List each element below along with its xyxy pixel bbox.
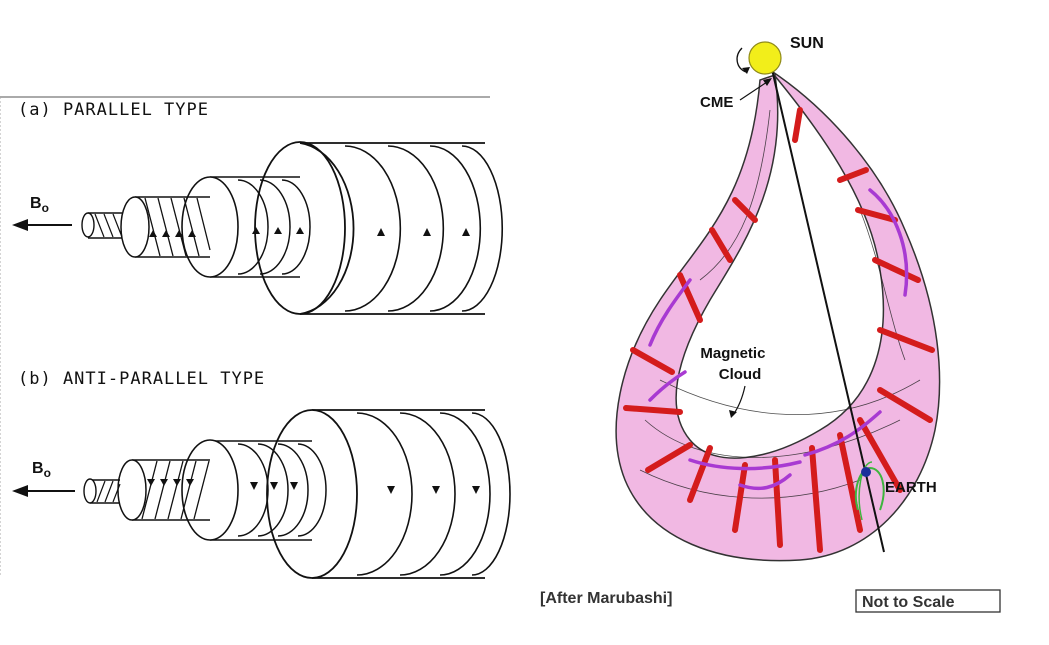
scale-note: Not to Scale <box>862 594 955 611</box>
credit-text: [After Marubashi] <box>540 590 672 607</box>
parallel-type-diagram: (a) PARALLEL TYPE <box>12 100 502 314</box>
earth <box>861 467 871 477</box>
left-panel: (a) PARALLEL TYPE <box>0 97 510 578</box>
sun-label: SUN <box>790 35 824 52</box>
field-label-a: Bo <box>30 195 49 215</box>
sun <box>749 42 781 74</box>
cme-label: CME <box>700 94 733 111</box>
antiparallel-type-title: (b) ANTI-PARALLEL TYPE <box>18 369 265 389</box>
parallel-type-title: (a) PARALLEL TYPE <box>18 100 209 120</box>
magnetic-cloud-label: Magnetic Cloud <box>700 345 769 383</box>
antiparallel-type-diagram: (b) ANTI-PARALLEL TYPE <box>0 369 510 578</box>
right-panel: SUN CME Magnetic Cloud EARTH [After Maru… <box>540 35 1000 612</box>
earth-label: EARTH <box>885 479 937 496</box>
field-label-b: Bo <box>32 460 51 480</box>
